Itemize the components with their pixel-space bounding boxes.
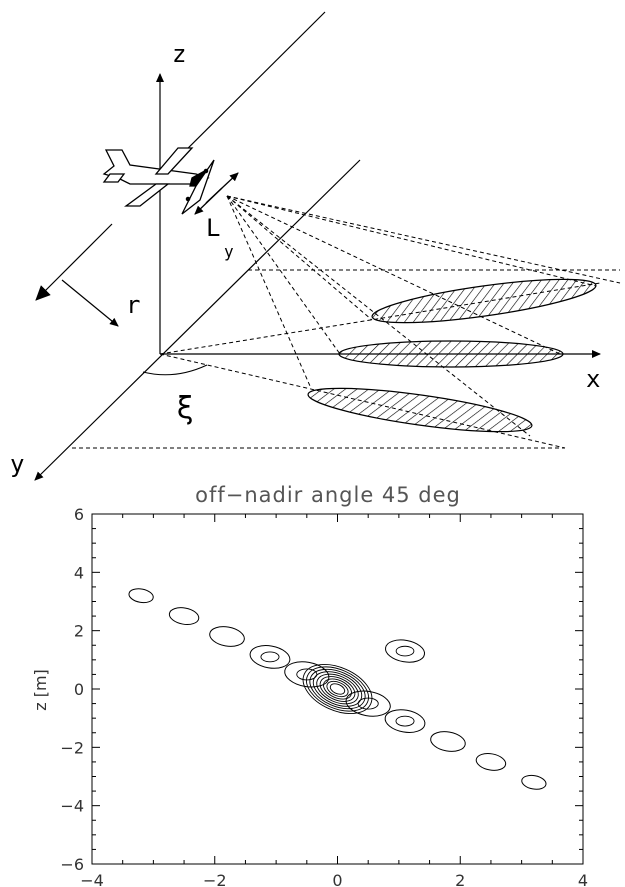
y-tick-label: −6 <box>60 855 84 874</box>
contour-level <box>316 673 359 705</box>
sidelobe-contour <box>384 709 426 733</box>
r-arrow <box>61 279 119 327</box>
x-tick-label: 2 <box>455 871 465 887</box>
sidelobe-inner-contour <box>357 697 379 710</box>
sidelobe-contour <box>284 661 330 688</box>
contour-level <box>309 668 366 710</box>
contour-lines <box>128 588 547 790</box>
sidelobe-contour <box>345 690 391 717</box>
sidelobe-contour <box>209 626 245 647</box>
y-axis-title: z [m] <box>31 669 50 711</box>
y-axis <box>34 159 361 481</box>
sidelobe-contour <box>168 607 200 625</box>
sidelobe-contour <box>521 774 547 790</box>
contour-level <box>319 676 356 702</box>
x-axis-label: x <box>586 365 600 393</box>
chart-title: off−nadir angle 45 deg <box>195 483 461 507</box>
r-label: r <box>126 291 140 319</box>
antenna-length-arrow-back <box>194 187 223 215</box>
y-tick-label: −2 <box>60 738 84 757</box>
footprint-center <box>338 340 564 368</box>
xi-label: ξ <box>176 391 194 426</box>
y-tick-label: 2 <box>74 622 84 641</box>
contour-level <box>312 671 363 707</box>
y-tick-label: −4 <box>60 797 84 816</box>
contour-level <box>302 664 373 714</box>
sidelobe-contour <box>249 645 291 669</box>
sidelobe-inner-contour <box>296 668 318 681</box>
plot-frame <box>91 513 584 865</box>
antenna-length-label: L <box>206 214 220 242</box>
sidelobe-contour <box>430 731 466 752</box>
contour-plot: off−nadir angle 45 deg z [m] 6420−2−4−6−… <box>31 483 588 887</box>
y-tick-label: 4 <box>74 563 84 582</box>
x-tick-label: 4 <box>578 871 588 887</box>
sidelobe-inner-contour <box>395 645 415 657</box>
airplane-icon <box>102 147 215 215</box>
contour-level <box>329 683 346 695</box>
sidelobe-contour <box>385 639 426 663</box>
sidelobe-inner-contour <box>395 715 415 727</box>
y-tick-label: 6 <box>74 505 84 524</box>
flight-track-extension <box>35 223 113 301</box>
footprint-near <box>307 387 533 433</box>
y-axis-label: y <box>10 450 24 478</box>
contour-level <box>306 666 369 712</box>
x-tick-label: 0 <box>332 871 342 887</box>
x-tick-label: −2 <box>203 871 227 887</box>
antenna-length-subscript: y <box>224 242 234 261</box>
sidelobe-contour <box>128 588 154 604</box>
sidelobe-contour <box>475 753 507 771</box>
x-tick-label: −4 <box>80 871 104 887</box>
sidelobe-inner-contour <box>260 651 280 663</box>
geometry-diagram: z x y r L y ξ <box>10 11 621 481</box>
contour-level <box>323 678 352 700</box>
y-tick-label: 0 <box>74 680 84 699</box>
footprint-far <box>371 278 597 324</box>
xi-angle-arc <box>142 364 208 376</box>
z-axis-label: z <box>172 40 186 68</box>
contour-level <box>326 680 349 698</box>
